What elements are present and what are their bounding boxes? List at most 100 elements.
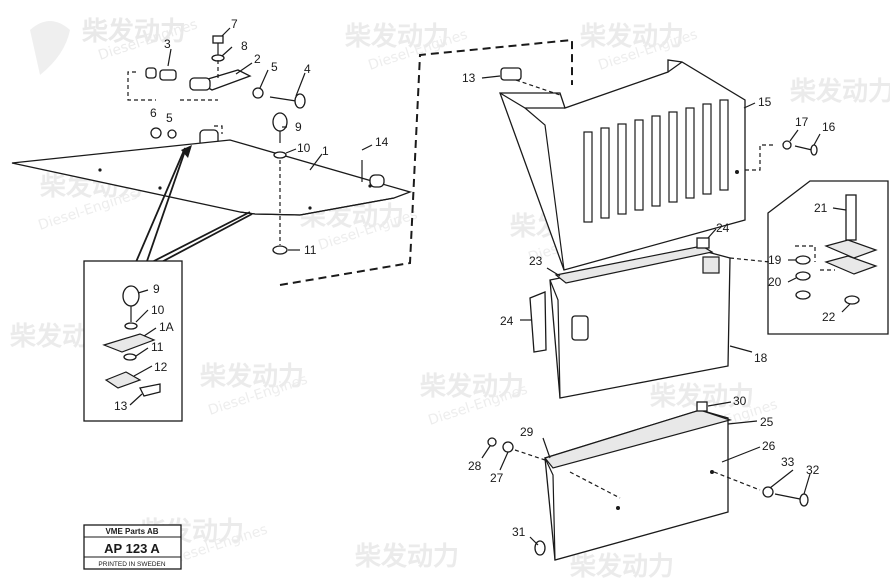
- louver-slots: [583, 99, 729, 223]
- cover-plate-1: [11, 112, 413, 255]
- part-label-1: 1: [322, 144, 329, 158]
- part-label-11: 11: [304, 243, 317, 257]
- watermark-text-cn: 柴发动力: [579, 21, 684, 52]
- part-label-21: 21: [814, 201, 828, 215]
- watermark-logo: 柴发动力 Diesel-Engines: [199, 361, 310, 419]
- washer: [762, 486, 774, 498]
- document-stamp: VME Parts AB AP 123 A PRINTED IN SWEDEN: [83, 524, 182, 570]
- quarter-turn-pin: [272, 112, 288, 132]
- part-label-25: 25: [760, 415, 774, 429]
- hinge-bracket: [696, 401, 708, 412]
- part-label-5: 5: [166, 111, 173, 125]
- rubber-mount: [824, 239, 878, 259]
- rubber-mount: [824, 255, 878, 275]
- plate-section: [102, 333, 156, 353]
- washer: [487, 437, 497, 447]
- washer: [273, 151, 287, 159]
- spring-clip: [139, 383, 161, 397]
- part-label-9: 9: [295, 120, 302, 134]
- part-label-26: 26: [762, 439, 776, 453]
- watermark-logo: 柴发动力: [789, 76, 890, 107]
- detail-box-right: [767, 180, 889, 335]
- part-label-33: 33: [781, 455, 795, 469]
- part-label-3: 3: [164, 37, 171, 51]
- side-panel-18: [529, 237, 771, 399]
- hinge-hardware-top: [127, 35, 306, 147]
- washer: [795, 255, 811, 265]
- stamp-frame: [83, 524, 182, 570]
- part-label-16: 16: [822, 120, 836, 134]
- watermark-logo: 柴发动力: [354, 541, 459, 572]
- cover-panel: [499, 59, 746, 271]
- bolt-head: [294, 93, 306, 109]
- part-label-7: 7: [231, 17, 238, 31]
- part-label-4: 4: [304, 62, 311, 76]
- part-label-14: 14: [375, 135, 389, 149]
- watermark-text-cn: 柴发动力: [344, 21, 449, 52]
- quarter-turn-pin: [122, 285, 140, 307]
- watermark-logo: 柴发动力: [569, 551, 674, 578]
- part-label-20: 20: [768, 275, 782, 289]
- bolt-head: [212, 35, 224, 44]
- hinge: [702, 256, 720, 274]
- part-label-13: 13: [462, 71, 476, 85]
- side-seal: [529, 291, 547, 353]
- washer: [252, 87, 264, 99]
- latch-handle: [571, 315, 589, 341]
- part-label-15: 15: [758, 95, 772, 109]
- latch: [369, 174, 385, 188]
- watermark-text-cn: 柴发动力: [81, 16, 186, 47]
- bolt-head: [799, 493, 809, 507]
- hinge-bracket: [696, 237, 710, 249]
- louvered-cover-15: [499, 59, 818, 271]
- watermark-text-cn: 柴发动力: [354, 541, 459, 572]
- bolt-head: [810, 144, 818, 156]
- clip: [123, 353, 137, 361]
- clip: [272, 245, 288, 255]
- stamp-code: AP 123 A: [104, 541, 160, 556]
- part-label-8: 8: [241, 39, 248, 53]
- latch: [500, 67, 522, 81]
- stamp-printed: PRINTED IN SWEDEN: [98, 561, 165, 568]
- part-label-13: 13: [114, 399, 128, 413]
- washer: [844, 295, 860, 305]
- detail-box-left: [83, 260, 183, 422]
- nut: [150, 127, 162, 139]
- part-label-11: 11: [151, 340, 164, 354]
- washer: [782, 140, 792, 150]
- leader-lines: [129, 27, 851, 546]
- part-label-24: 24: [500, 314, 514, 328]
- part-label-10: 10: [297, 141, 311, 155]
- watermark-text-cn: 柴发动力: [789, 76, 890, 107]
- part-label-22: 22: [822, 310, 836, 324]
- bushing: [159, 69, 177, 81]
- washer: [167, 129, 177, 139]
- part-label-6: 6: [150, 106, 157, 120]
- watermark-logo: 柴发动力 Diesel-Engines: [344, 21, 470, 74]
- watermark-text-cn: 柴发动力: [569, 551, 674, 578]
- part-label-17: 17: [795, 115, 809, 129]
- watermark-text-cn: 柴发动力: [199, 361, 304, 392]
- part-label-31: 31: [512, 525, 526, 539]
- washer: [795, 290, 811, 300]
- assembly-dashed-outline: [279, 38, 573, 286]
- part-label-12: 12: [154, 360, 168, 374]
- part-label-18: 18: [754, 351, 768, 365]
- lower-panel-25: [487, 401, 809, 561]
- detail-callout-arrows: [135, 145, 253, 267]
- part-label-2: 2: [254, 52, 261, 66]
- part-label-24: 24: [716, 221, 730, 235]
- watermark-text-cn: 柴发动力: [419, 371, 524, 402]
- part-label-29: 29: [520, 425, 534, 439]
- part-label-28: 28: [468, 459, 482, 473]
- part-label-9: 9: [153, 282, 160, 296]
- washer: [124, 322, 138, 330]
- part-label-32: 32: [806, 463, 820, 477]
- part-label-23: 23: [529, 254, 543, 268]
- washer: [502, 441, 514, 453]
- watermark-logo: 柴发动力 Diesel-Engines: [419, 371, 530, 429]
- part-label-19: 19: [768, 253, 782, 267]
- retainer: [104, 371, 142, 389]
- stamp-company: VME Parts AB: [105, 527, 158, 536]
